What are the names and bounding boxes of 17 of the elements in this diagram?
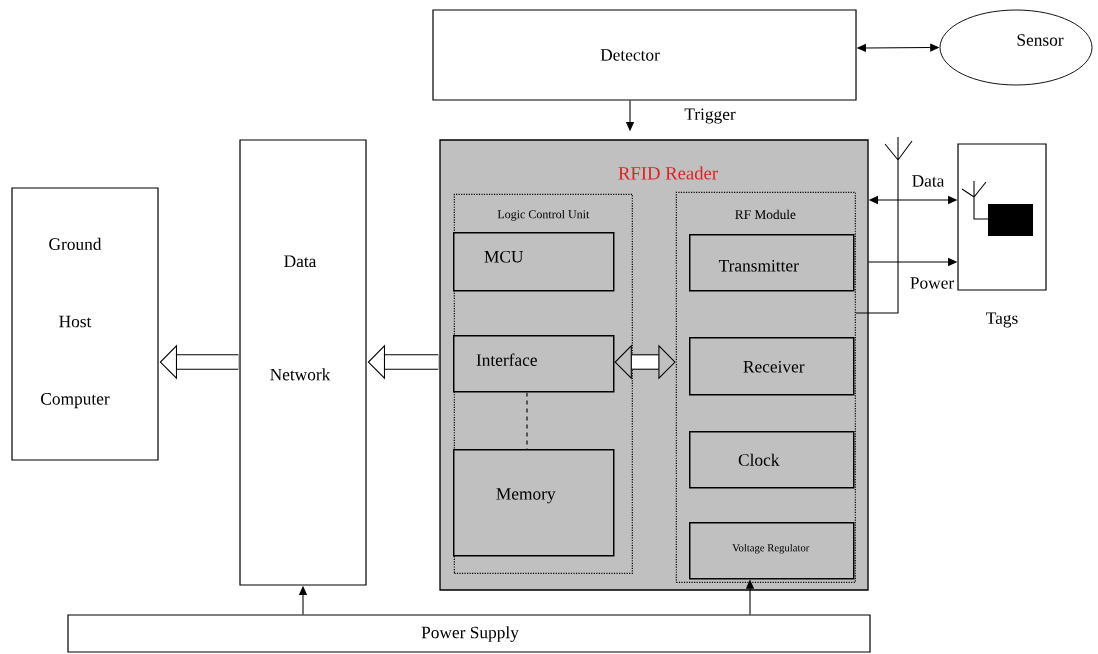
connector-line [526,391,528,450]
clock-box: Clock [689,431,855,489]
network-box: Data Network [239,139,367,586]
block-arrow [614,344,676,380]
edge-label: Trigger [683,107,738,125]
interface-box: Interface [453,335,615,393]
regulator-box: Voltage Regulator [689,522,855,580]
tag-caption: Tags [986,312,1018,328]
receiver-box: Receiver [689,337,855,396]
edge-label: Power [908,275,956,291]
edge-label: Data [910,173,946,189]
mcu-box: MCU [453,232,615,292]
transmitter-box: Transmitter [689,234,855,292]
power-supply-box: Power Supply [67,614,871,653]
memory-box: Memory [453,449,615,557]
computer-box: Ground Host Computer [11,187,159,461]
detector-box: Detector [432,9,857,101]
